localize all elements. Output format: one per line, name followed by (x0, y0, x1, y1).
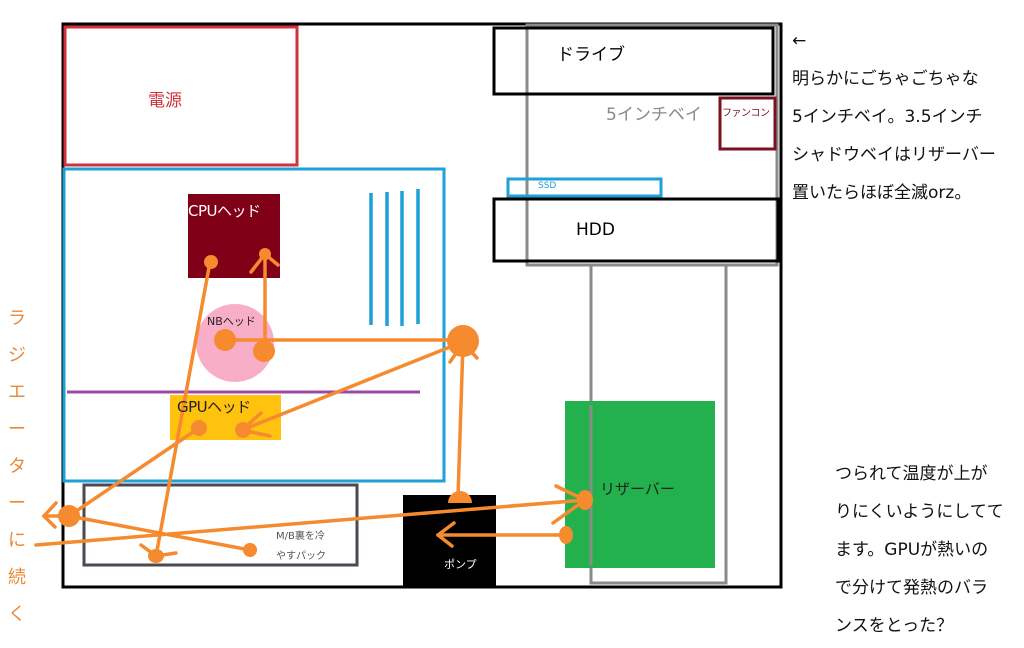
tube-radiator-to-reservoir (34, 498, 587, 547)
reservoir-label: リザーバー (600, 480, 675, 498)
fancon-box (718, 96, 777, 151)
mb-back-pack-label-1: M/B裏を冷 (276, 531, 325, 542)
cpu-head-label: CPUヘッド (188, 202, 261, 220)
psu-label: 電源 (148, 91, 182, 111)
connector-cpu-out (204, 255, 218, 269)
vertical-char: 続 (8, 567, 26, 588)
vertical-char: タ (8, 456, 26, 477)
vertical-char: ー (8, 493, 26, 514)
connector-pack-2 (243, 543, 257, 557)
note-line: ます。GPUが熱いの (835, 540, 989, 560)
top-right-note: ← 明らかにごちゃごちゃな 5インチベイ。3.5インチ シャドウベイはリザーバー… (792, 22, 996, 212)
vertical-char: く (8, 604, 26, 625)
connector-nb-1 (214, 329, 236, 351)
fancon-label: ファンコン (722, 108, 770, 119)
bay5-label: 5インチベイ (606, 105, 702, 125)
note-line: 置いたらほぼ全滅orz。 (792, 183, 972, 203)
connector-reservoir-out (559, 526, 573, 544)
psu-box (63, 25, 299, 167)
tube-pump-to-junction (456, 341, 465, 499)
tube-junction-to-gpu (240, 341, 462, 432)
hdd-box (492, 197, 780, 263)
vertical-char: ー (8, 419, 26, 440)
mb-back-pack-label-2: やすパック (276, 551, 326, 562)
nb-head-label: NBヘッド (207, 315, 256, 328)
note-line: 5インチベイ。3.5インチ (792, 107, 983, 127)
tube-gpu-to-left (67, 426, 201, 518)
motherboard-outline (62, 167, 446, 483)
gpu-head-label: GPUヘッド (177, 398, 251, 416)
water-tubing (34, 252, 587, 558)
connector-pump-top (448, 491, 472, 503)
pump-label: ポンプ (444, 558, 477, 571)
tube-cpu-to-mbpack (154, 260, 212, 558)
note-arrow: ← (792, 31, 807, 51)
note-line: シャドウベイはリザーバー (792, 145, 996, 165)
connector-pack-1 (148, 549, 164, 563)
vertical-char: に (8, 530, 26, 551)
vertical-char: エ (8, 382, 26, 403)
arrowhead (42, 501, 58, 518)
connector-nb-2 (253, 340, 275, 362)
vertical-char: ラ (8, 308, 26, 329)
drive-label: ドライブ (557, 45, 625, 65)
gpu-head-block (170, 395, 281, 440)
note-line: 明らかにごちゃごちゃな (792, 69, 979, 89)
bottom-right-note: つられて温度が上が りにくいようにしてて ます。GPUが熱いの で分けて発熱のバ… (835, 455, 1004, 645)
arrowhead (436, 533, 454, 548)
ssd-label: SSD (538, 181, 557, 191)
tube-left-to-pack (67, 514, 252, 552)
drive-box (492, 26, 775, 96)
junction-left (58, 505, 80, 527)
connector-cpu-in (259, 248, 271, 260)
note-line: つられて温度が上が (835, 464, 988, 484)
tubing-connectors (58, 248, 593, 563)
connector-gpu-1 (191, 420, 207, 436)
junction-right (447, 325, 479, 357)
left-vertical-note: ラ ジ エ ー タ ー に 続 く (8, 300, 26, 633)
arrowhead (42, 514, 57, 529)
ssd-box (506, 177, 663, 198)
vertical-char: ジ (8, 345, 26, 366)
mb-back-pack-box (82, 483, 359, 567)
connector-gpu-2 (235, 422, 251, 438)
hdd-label: HDD (576, 220, 615, 240)
connector-reservoir-in (577, 490, 593, 510)
arrowhead (436, 521, 456, 537)
note-line: りにくいようにしてて (835, 502, 1004, 522)
note-line: で分けて発熱のバラ (835, 578, 988, 598)
note-line: ンスをとった？ (835, 616, 954, 636)
